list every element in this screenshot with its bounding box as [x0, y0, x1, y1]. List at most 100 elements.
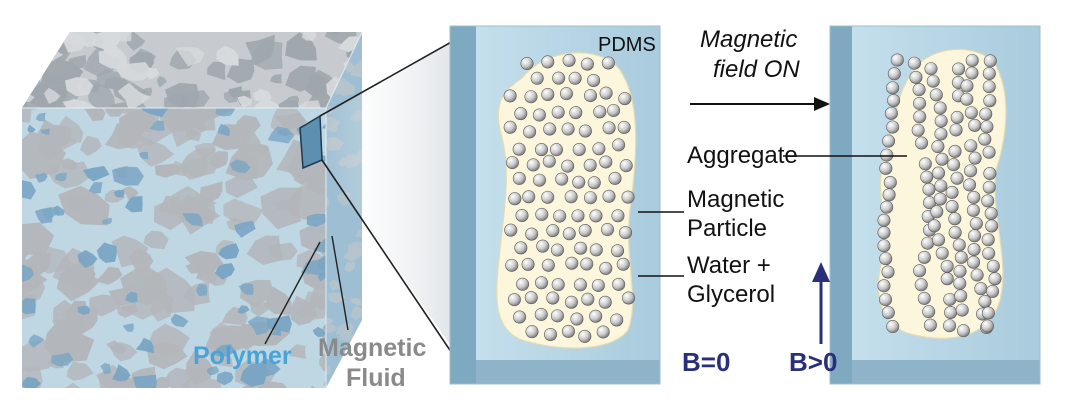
magnetic-particle	[964, 164, 978, 178]
magnetic-particle	[887, 67, 901, 81]
magnetic-particle	[965, 66, 979, 80]
field-on-label-line2: field ON	[713, 56, 800, 83]
magnetic-particle	[877, 226, 891, 240]
magnetic-particle	[978, 132, 992, 146]
magnetic-particle	[954, 289, 968, 303]
magnetic-particle	[967, 255, 981, 269]
magnetic-particle	[917, 291, 931, 305]
magnetic-particle	[980, 120, 994, 134]
magnetic-particle	[931, 140, 945, 154]
magnetic-particle	[583, 158, 597, 172]
magnetic-particle	[982, 145, 996, 159]
magnetic-particle	[952, 62, 966, 76]
magnetic-particle	[541, 190, 555, 204]
magnetic-particle	[967, 243, 981, 257]
magnetic-particle	[968, 118, 982, 132]
magnetic-particle	[505, 258, 519, 272]
magnetic-particle	[561, 324, 575, 338]
magnetic-particle	[573, 278, 587, 292]
magnetic-particle	[965, 53, 979, 67]
magnetic-particle	[610, 313, 624, 327]
magnetic-particle	[964, 139, 978, 153]
magnetic-particle	[503, 120, 517, 134]
magnetic-particle	[877, 213, 891, 227]
magnetic-particle	[555, 172, 569, 186]
magnetic-particle	[569, 106, 583, 120]
magnetic-particle	[562, 53, 576, 67]
magnetic-particle	[914, 278, 928, 292]
panel1-bottom-edge	[450, 360, 660, 384]
magnetic-particle	[562, 227, 576, 241]
magnetic-particle	[884, 106, 898, 120]
magnetic-particle	[532, 108, 546, 122]
magnetic-particle	[599, 86, 613, 100]
magnetic-particle	[578, 223, 592, 237]
magnetic-particle	[921, 236, 935, 250]
magnetic-particle	[514, 107, 528, 121]
cube-front-texture	[22, 108, 326, 388]
magnetic-particle	[935, 246, 949, 260]
magnetic-particle	[602, 121, 616, 135]
magnetic-particle	[592, 142, 606, 156]
magnetic-particle	[612, 138, 626, 152]
magnetic-particle	[986, 259, 1000, 273]
magnetic-particle	[886, 120, 900, 134]
magnetic-particle	[909, 70, 923, 84]
magnetic-particle	[618, 92, 632, 106]
magnetic-particle	[935, 152, 949, 166]
magnetic-particle	[887, 93, 901, 107]
magnetic-particle	[580, 57, 594, 71]
magnetic-particle	[526, 158, 540, 172]
magnetic-particle	[524, 90, 538, 104]
panel2-left-edge	[830, 26, 852, 384]
magnetic-particle	[974, 282, 988, 296]
magnetic-particle	[948, 212, 962, 226]
magnetic-particle	[932, 233, 946, 247]
magnetic-particle	[565, 256, 579, 270]
magnetic-particle	[587, 73, 601, 87]
magnetic-particle	[505, 156, 519, 170]
zoom-line-bottom	[321, 159, 471, 381]
magnetic-particle	[584, 89, 598, 103]
magnetic-particle	[926, 74, 940, 88]
magnetic-particle	[947, 158, 961, 172]
magnetic-particle	[535, 276, 549, 290]
magnetic-particle	[599, 261, 613, 275]
magnetic-particle	[587, 176, 601, 190]
magnetic-particle	[944, 306, 958, 320]
magnetic-particle	[504, 223, 518, 237]
magnetic-particle	[578, 329, 592, 343]
magnetic-particle	[574, 241, 588, 255]
magnetic-particle	[578, 124, 592, 138]
magnetic-particle	[886, 320, 900, 334]
magnetic-particle	[917, 250, 931, 264]
magnetic-particle	[508, 192, 522, 206]
magnetic-particle	[964, 106, 978, 120]
field-on-arrow	[690, 97, 830, 111]
magnetic-particle	[950, 171, 964, 185]
magnetic-particle	[886, 81, 900, 95]
magnetic-particle	[572, 142, 586, 156]
magnetic-particle	[960, 79, 974, 93]
magnetic-particle	[611, 244, 625, 258]
magnetic-particle	[890, 53, 904, 67]
magnetic-particle	[551, 105, 565, 119]
panel2-bottom-edge	[830, 360, 1040, 384]
magnetic-particle	[611, 209, 625, 223]
magnetic-particle	[617, 120, 631, 134]
magnetic-particle	[596, 325, 610, 339]
magnetic-particle	[953, 264, 967, 278]
magnetic-particle	[883, 176, 897, 190]
magnetic-particle	[913, 264, 927, 278]
magnetic-particle	[520, 57, 534, 71]
magnetic-particle	[607, 103, 621, 117]
magnetic-particle	[940, 272, 954, 286]
magnetic-particle	[952, 238, 966, 252]
magnetic-particle	[589, 309, 603, 323]
magnetic-particle	[536, 239, 550, 253]
magnetic-particle	[948, 144, 962, 158]
magnetic-particle	[564, 295, 578, 309]
particles-chained	[877, 53, 1002, 338]
magnetic-particle	[981, 233, 995, 247]
panel1-left-edge	[450, 26, 476, 384]
